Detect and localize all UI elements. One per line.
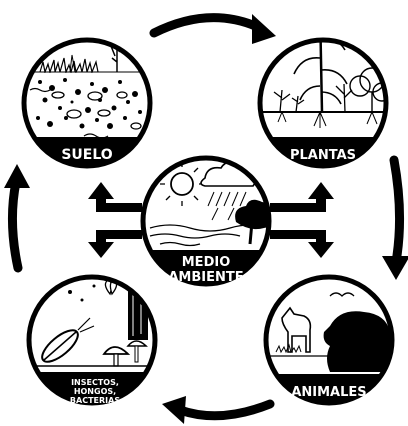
animals-label: ANIMALES [291, 385, 366, 400]
plants-label: PLANTAS [290, 148, 356, 163]
node-soil: SUELO [24, 40, 154, 166]
arrowhead-right-icon [252, 14, 276, 44]
exchange-arrows-left [88, 182, 142, 258]
node-animals: ANIMALES [266, 277, 392, 403]
exchange-arrows-right [270, 182, 334, 258]
arrow-decomposers-to-soil [12, 182, 18, 268]
node-environment: MEDIO AMBIENTE [143, 158, 274, 285]
environment-label-line-2: AMBIENTE [168, 270, 243, 285]
arrow-plants-to-animals [394, 160, 400, 262]
arrowhead-up-icon [4, 164, 30, 188]
decomposers-label-line-1: INSECTOS, [71, 378, 119, 387]
sun-icon [171, 173, 193, 195]
environment-label-line-1: MEDIO [182, 255, 231, 270]
soil-label: SUELO [61, 147, 112, 163]
arrowhead-down-icon [382, 256, 408, 280]
node-decomposers: INSECTOS, HONGOS, BACTERIAS [29, 277, 160, 405]
node-plants: PLANTAS [260, 8, 391, 166]
arrowhead-left-icon [162, 396, 186, 424]
arrow-soil-to-plants [154, 18, 260, 33]
decomposers-label-line-2: HONGOS, [74, 387, 116, 396]
decomposers-label-line-3: BACTERIAS [70, 396, 120, 405]
arrow-animals-to-decomposers [180, 404, 270, 416]
